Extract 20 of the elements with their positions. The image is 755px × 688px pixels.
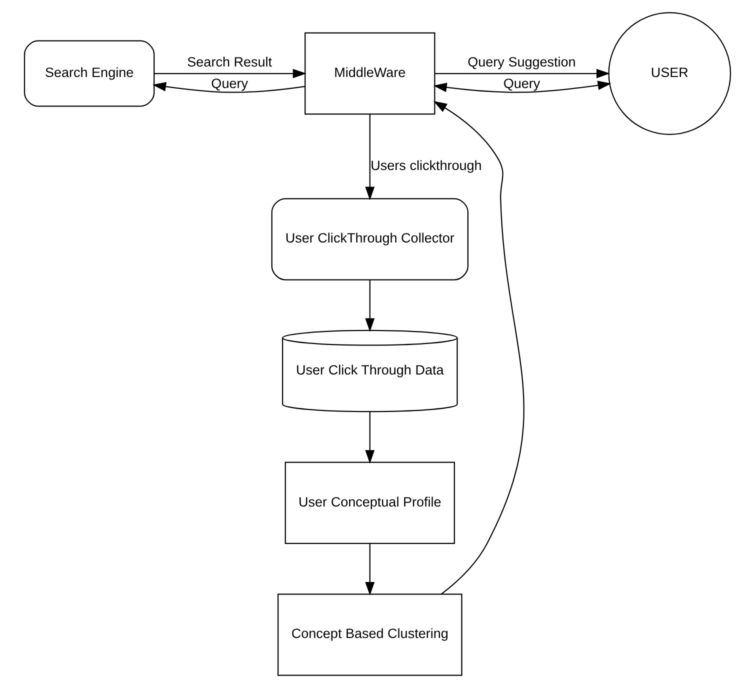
edge-label: Users clickthrough bbox=[370, 158, 482, 174]
node-circle: USER bbox=[608, 12, 732, 135]
node-box: User Conceptual Profile bbox=[284, 462, 455, 544]
arrow bbox=[433, 80, 612, 93]
arrow bbox=[434, 68, 610, 78]
edge-label: Query Suggestion bbox=[468, 54, 576, 70]
arrow bbox=[154, 68, 306, 78]
node-box: Concept Based Clustering bbox=[278, 594, 462, 676]
node-box: Search Engine bbox=[24, 40, 155, 107]
arrow bbox=[365, 544, 375, 596]
edge-label: Query bbox=[211, 76, 248, 91]
arrow bbox=[434, 101, 524, 595]
edge-label: Search Result bbox=[187, 54, 272, 70]
arrow bbox=[365, 114, 375, 200]
arrow bbox=[365, 280, 375, 332]
edge-label: Query bbox=[503, 76, 540, 91]
node-box: MiddleWare bbox=[304, 32, 436, 115]
node-box: User ClickThrough Collector bbox=[271, 198, 468, 280]
arrow bbox=[365, 412, 375, 464]
arrow bbox=[152, 82, 306, 93]
